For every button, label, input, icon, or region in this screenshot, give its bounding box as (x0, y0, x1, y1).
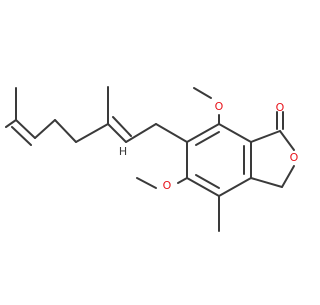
bond-ch-c-double-a (107, 123, 127, 143)
vinyl-h-label: H (119, 145, 127, 158)
structure-canvas: O O O O H (5, 86, 299, 232)
methoxy-7-oxygen-label: O (215, 100, 224, 113)
bond-o2-c3 (281, 165, 295, 188)
bond-c6-ch2 (155, 123, 188, 143)
ring-oxygen-label: O (290, 151, 299, 164)
bond-c-methyl-left (5, 119, 17, 128)
atom-labels: O O O O H (119, 100, 299, 192)
molecule-structure: O O O O H (5, 86, 299, 232)
carbonyl-oxygen-label: O (276, 101, 285, 114)
bond-ch-c-double-b (112, 116, 132, 137)
aromatic-inner-2 (195, 174, 220, 189)
bond-c3-c3a (250, 177, 283, 188)
bond-c-ch2-a (75, 123, 109, 143)
bond-ch2-ch-b (34, 119, 56, 139)
bond-ch2-ch2 (54, 119, 77, 143)
bonds (5, 86, 295, 232)
bond-c5-c4 (186, 177, 220, 197)
bond-ch-c-terminal-b (11, 126, 32, 146)
bond-o-ch3-top (193, 87, 212, 99)
aromatic-inner-1 (195, 131, 220, 146)
bond-ch-c-terminal-a (15, 119, 36, 139)
bond-c5-o (177, 177, 188, 184)
methoxy-5-oxygen-label: O (163, 179, 172, 192)
bond-o-ch3-left (136, 177, 157, 189)
bond-ch2-ch (125, 123, 157, 143)
bond-c4-c3a (218, 177, 252, 197)
bond-c7a-c1 (250, 130, 281, 143)
bond-c7-c6 (186, 123, 220, 143)
bond-c1-o2 (279, 130, 295, 151)
bond-c7a-c7 (218, 123, 252, 143)
